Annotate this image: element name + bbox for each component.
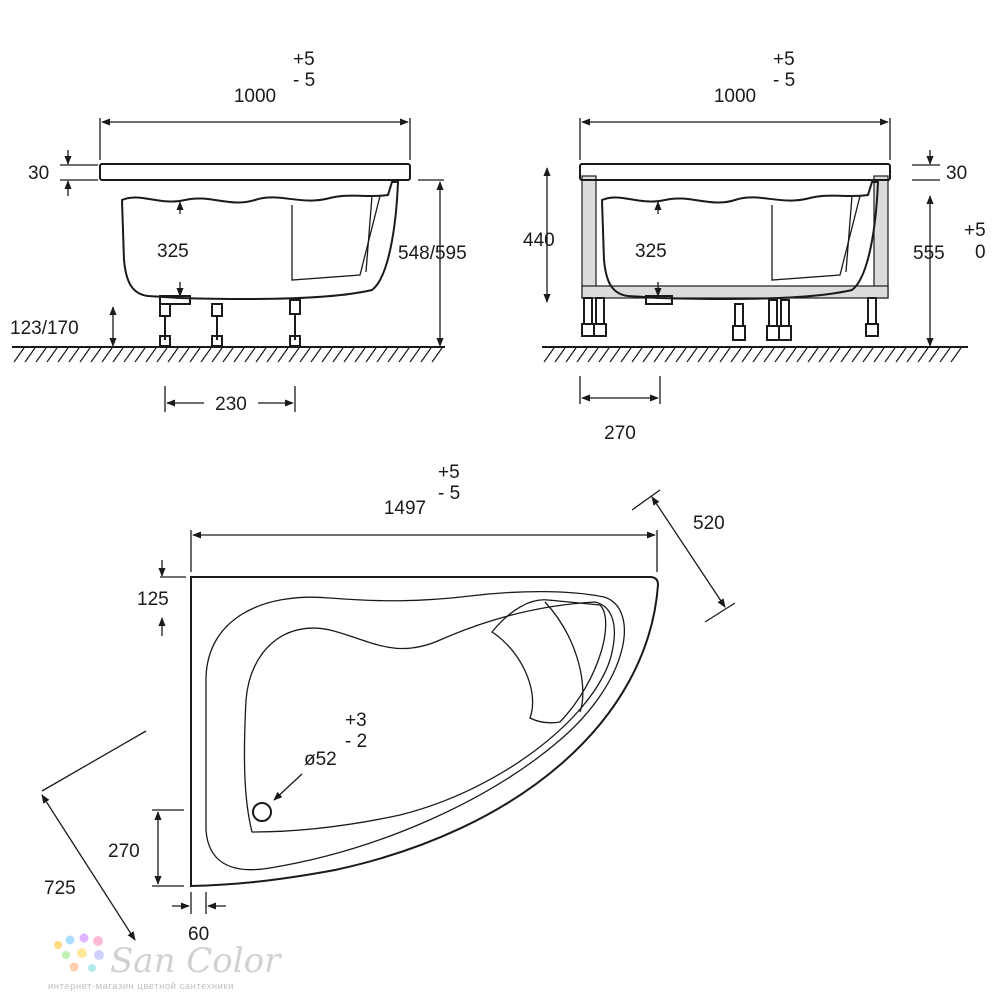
inner-depth-label: 325	[635, 241, 667, 262]
floor-hatch	[543, 347, 962, 363]
watermark-tagline: интернет-магазин цветной сантехники	[48, 981, 234, 992]
corner-width-label: 520	[693, 513, 725, 534]
tub-backrest	[771, 195, 861, 281]
drain-offset-x-label: 60	[188, 924, 209, 945]
width-label: 1000	[234, 86, 276, 107]
side-length-label: 725	[44, 878, 76, 899]
drain-tol-plus: +3	[345, 710, 367, 731]
watermark-brand: San Color	[110, 941, 282, 981]
width-tol-minus: - 5	[773, 70, 795, 91]
side-view-left: 1000 +5 - 5 30 325	[10, 49, 467, 415]
top-view: 1497 +5 - 5 520 ø52 +3 - 2 125 270	[41, 462, 736, 945]
overall-height-label: 555	[913, 243, 945, 264]
length-tol-minus: - 5	[438, 483, 460, 504]
support-legs	[159, 299, 301, 347]
support-frame	[581, 175, 889, 299]
drain-offset-y-label: 270	[108, 841, 140, 862]
width-tol-plus: +5	[773, 49, 795, 70]
drain-hole	[252, 802, 272, 822]
inner-basin	[243, 601, 615, 833]
leg-height-label: 123/170	[10, 318, 79, 339]
width-label: 1000	[714, 86, 756, 107]
color-dots-logo-icon	[54, 933, 104, 972]
rim-thickness-label: 30	[28, 163, 49, 184]
leg-spacing-label: 230	[215, 394, 247, 415]
drain-tol-minus: - 2	[345, 731, 367, 752]
inner-depth-label: 325	[157, 241, 189, 262]
rim-offset-label: 125	[137, 589, 169, 610]
floor-hatch	[13, 347, 443, 363]
watermark: San Color интернет-магазин цветной санте…	[48, 933, 282, 992]
drain-diameter-label: ø52	[304, 749, 337, 770]
side-view-right: 1000 +5 - 5 325 440	[523, 49, 986, 444]
tub-backrest	[291, 195, 381, 281]
tub-body	[600, 181, 880, 301]
frame-height-label: 440	[523, 230, 555, 251]
length-tol-plus: +5	[438, 462, 460, 483]
tub-rim	[579, 163, 891, 181]
frame-leg-spacing-label: 270	[604, 423, 636, 444]
rim-thickness-label: 30	[946, 163, 967, 184]
tub-rim-outline	[205, 590, 625, 871]
tub-body	[120, 181, 400, 301]
width-tol-plus: +5	[293, 49, 315, 70]
drain	[159, 295, 191, 305]
support-legs	[581, 297, 879, 341]
length-label: 1497	[384, 498, 426, 519]
backrest	[491, 599, 607, 724]
height-tol-plus: +5	[964, 220, 986, 241]
width-tol-minus: - 5	[293, 70, 315, 91]
tub-rim	[99, 163, 411, 181]
height-tol-minus: 0	[975, 242, 986, 263]
tub-outline	[190, 576, 660, 888]
overall-height-label: 548/595	[398, 243, 467, 264]
